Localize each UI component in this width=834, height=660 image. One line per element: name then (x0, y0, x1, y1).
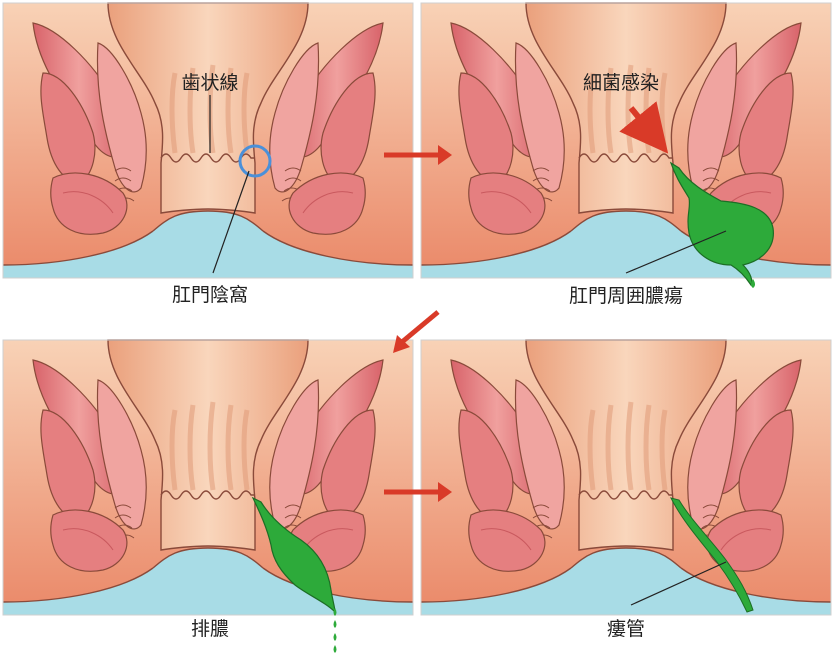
panel-normal: 歯状線 肛門陰窩 (3, 3, 413, 306)
fistula-tract (670, 497, 754, 613)
infection-arrow (619, 101, 669, 154)
label-bacterial-infection: 細菌感染 (583, 72, 659, 94)
abscess (669, 161, 774, 287)
pus-drop-4 (333, 645, 337, 653)
arrow-1-to-2 (384, 145, 452, 165)
pus-drop (751, 279, 755, 288)
label-perianal-abscess: 肛門周囲膿瘍 (569, 285, 683, 307)
arrow-3-to-4 (384, 482, 452, 502)
pus-drop-1 (333, 608, 337, 616)
panel-fistula: 瘻管 (421, 340, 831, 640)
label-dentate-line: 歯状線 (181, 72, 238, 94)
crypt-pointer (212, 170, 250, 274)
crypt-highlight-ring (238, 144, 272, 178)
panel-infection: 細菌感染 肛門周囲膿瘍 (421, 3, 831, 307)
panel-drainage: 排膿 (3, 340, 413, 653)
pus-drop-2 (333, 620, 337, 628)
abscess-pointer (625, 230, 727, 274)
arrow-2-to-3 (393, 310, 440, 353)
label-anal-crypt: 肛門陰窩 (172, 284, 248, 306)
label-drainage: 排膿 (191, 618, 229, 640)
label-fistula: 瘻管 (607, 618, 645, 640)
fistula-pointer (630, 561, 727, 606)
pus-drop-3 (333, 633, 337, 641)
